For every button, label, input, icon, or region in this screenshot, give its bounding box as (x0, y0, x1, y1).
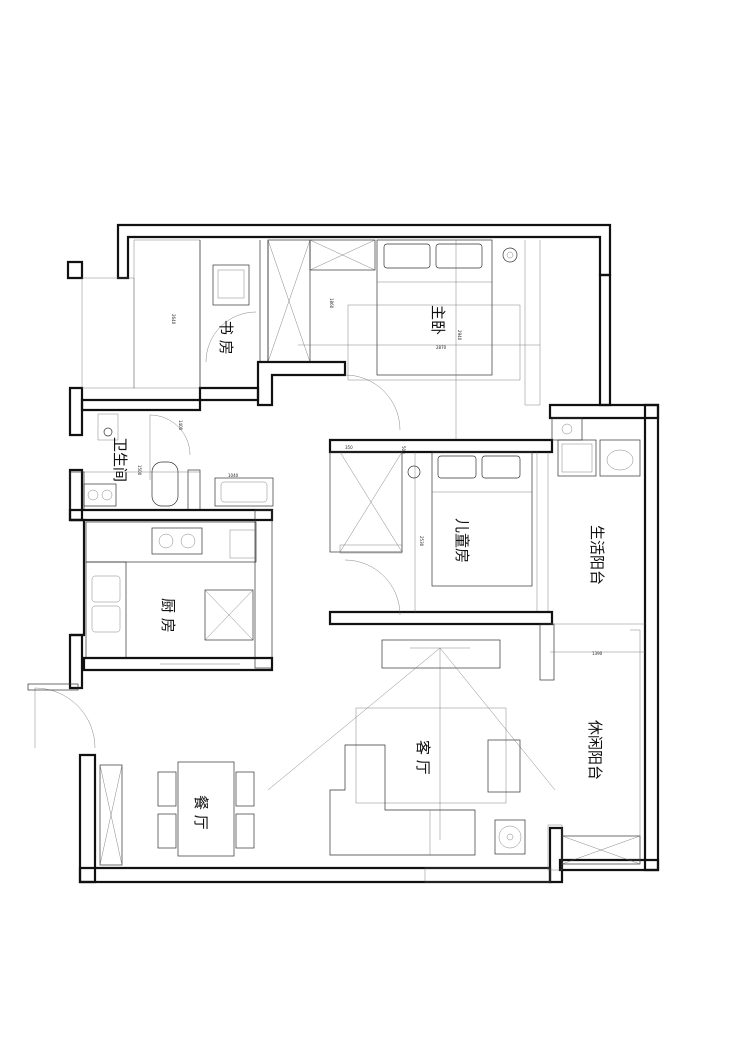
label-utility-balcony: 生活阳台 (588, 525, 606, 585)
master-door-swing (344, 374, 401, 431)
dimension-label: 2870 (436, 345, 447, 350)
washing-machine-icon (557, 439, 597, 477)
bathroom (80, 398, 202, 511)
toilet-icon (151, 461, 179, 507)
sink-icon (91, 575, 121, 603)
living-room (267, 639, 556, 883)
label-study: 书 房 (217, 320, 235, 355)
pillow-icon (481, 455, 521, 479)
leisure-balcony (547, 629, 645, 871)
rug (347, 304, 521, 381)
study-door-swing (205, 311, 257, 363)
fridge-icon (204, 589, 254, 641)
lamp-icon (407, 465, 421, 479)
outer-walls (66, 223, 660, 884)
chair-icon (157, 813, 177, 849)
fan-icon (494, 819, 526, 855)
chair-icon (235, 771, 255, 807)
dimension-labels: 2640 1860 2940 2870 350 500 2530 1040 15… (137, 298, 603, 656)
dimension-label: 2530 (419, 536, 424, 547)
children-bed (431, 451, 533, 587)
label-living-room: 客 厅 (414, 740, 432, 775)
dimension-label: 2940 (457, 330, 462, 341)
pillow-icon (437, 455, 477, 479)
dining-room (27, 683, 255, 866)
dimension-label: 2640 (171, 314, 176, 325)
children-door-swing (344, 559, 401, 616)
sofa (329, 744, 476, 856)
dimension-label: 1390 (592, 651, 603, 656)
label-dining-room: 餐 厅 (192, 795, 210, 830)
dimension-label: 1860 (329, 298, 334, 309)
label-children-room: 儿童房 (453, 518, 471, 563)
tv-cabinet (381, 639, 501, 669)
dimension-label: 350 (345, 445, 353, 450)
pillow-icon (435, 243, 483, 269)
shower-icon (103, 427, 113, 437)
utility-balcony (550, 417, 645, 625)
children-wardrobe (329, 451, 403, 553)
basin-icon (599, 439, 641, 477)
label-leisure-balcony: 休闲阳台 (586, 720, 604, 780)
master-bed (376, 239, 493, 376)
study-chair (212, 264, 250, 306)
armchair (487, 739, 521, 793)
entry-door-swing (34, 687, 96, 749)
curtain (524, 240, 541, 406)
master-bedroom (256, 239, 541, 440)
dining-table (177, 761, 235, 857)
sideboard (99, 764, 123, 866)
dimension-label: 500 (401, 446, 406, 454)
label-master-bedroom: 主卧 (429, 305, 447, 335)
kitchen-counter-top (85, 521, 257, 563)
bath-door-swing (149, 414, 191, 456)
sink-counter (214, 477, 274, 507)
dimension-label: 1040 (228, 473, 239, 478)
curtain (536, 452, 549, 613)
tv-view-lines (267, 647, 556, 840)
stove-icon (151, 527, 203, 555)
coffee-table-area (355, 707, 507, 804)
label-kitchen: 厨 房 (159, 598, 177, 633)
entry-door (27, 683, 79, 691)
chair-icon (235, 813, 255, 849)
kitchen (68, 471, 274, 672)
curtain (630, 629, 641, 861)
dimension-label: 1400 (178, 420, 183, 431)
lamp-icon (502, 247, 518, 263)
children-room (328, 438, 555, 681)
pillow-icon (383, 243, 431, 269)
dimension-label: 1500 (137, 465, 142, 476)
label-bathroom: 卫生间 (111, 437, 129, 482)
room-labels: 书 房 主卧 卫生间 儿童房 生活阳台 厨 房 客 厅 休闲阳台 餐 厅 (111, 305, 606, 830)
chair-icon (157, 771, 177, 807)
